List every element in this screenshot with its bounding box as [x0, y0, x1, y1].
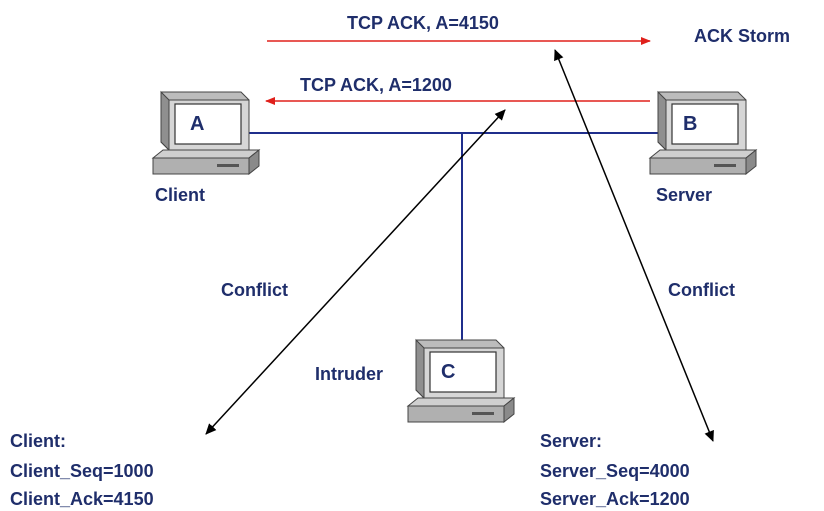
conflict-label-left: Conflict	[221, 280, 288, 300]
intruder-letter: C	[441, 361, 456, 383]
client-computer-icon	[152, 91, 260, 175]
server-ack: Server_Ack=1200	[540, 489, 690, 509]
server-state-heading: Server:	[540, 431, 603, 451]
client-letter: A	[190, 113, 205, 135]
client-seq: Client_Seq=1000	[10, 461, 154, 481]
client-label: Client	[155, 185, 206, 205]
intruder-computer-icon	[407, 339, 515, 423]
client-state-heading: Client:	[10, 431, 66, 451]
conflict-arrow-client	[205, 109, 506, 435]
ack-storm-title: ACK Storm	[694, 26, 791, 46]
server-letter: B	[683, 113, 698, 135]
intruder-label: Intruder	[315, 364, 384, 384]
server-label: Server	[656, 185, 713, 205]
client-ack: Client_Ack=4150	[10, 489, 154, 509]
server-seq: Server_Seq=4000	[540, 461, 690, 481]
conflict-arrow-server	[554, 49, 714, 442]
ack-label-top: TCP ACK, A=4150	[347, 13, 499, 33]
conflict-label-right: Conflict	[668, 280, 735, 300]
ack-label-bottom: TCP ACK, A=1200	[300, 75, 452, 95]
server-computer-icon	[649, 91, 757, 175]
